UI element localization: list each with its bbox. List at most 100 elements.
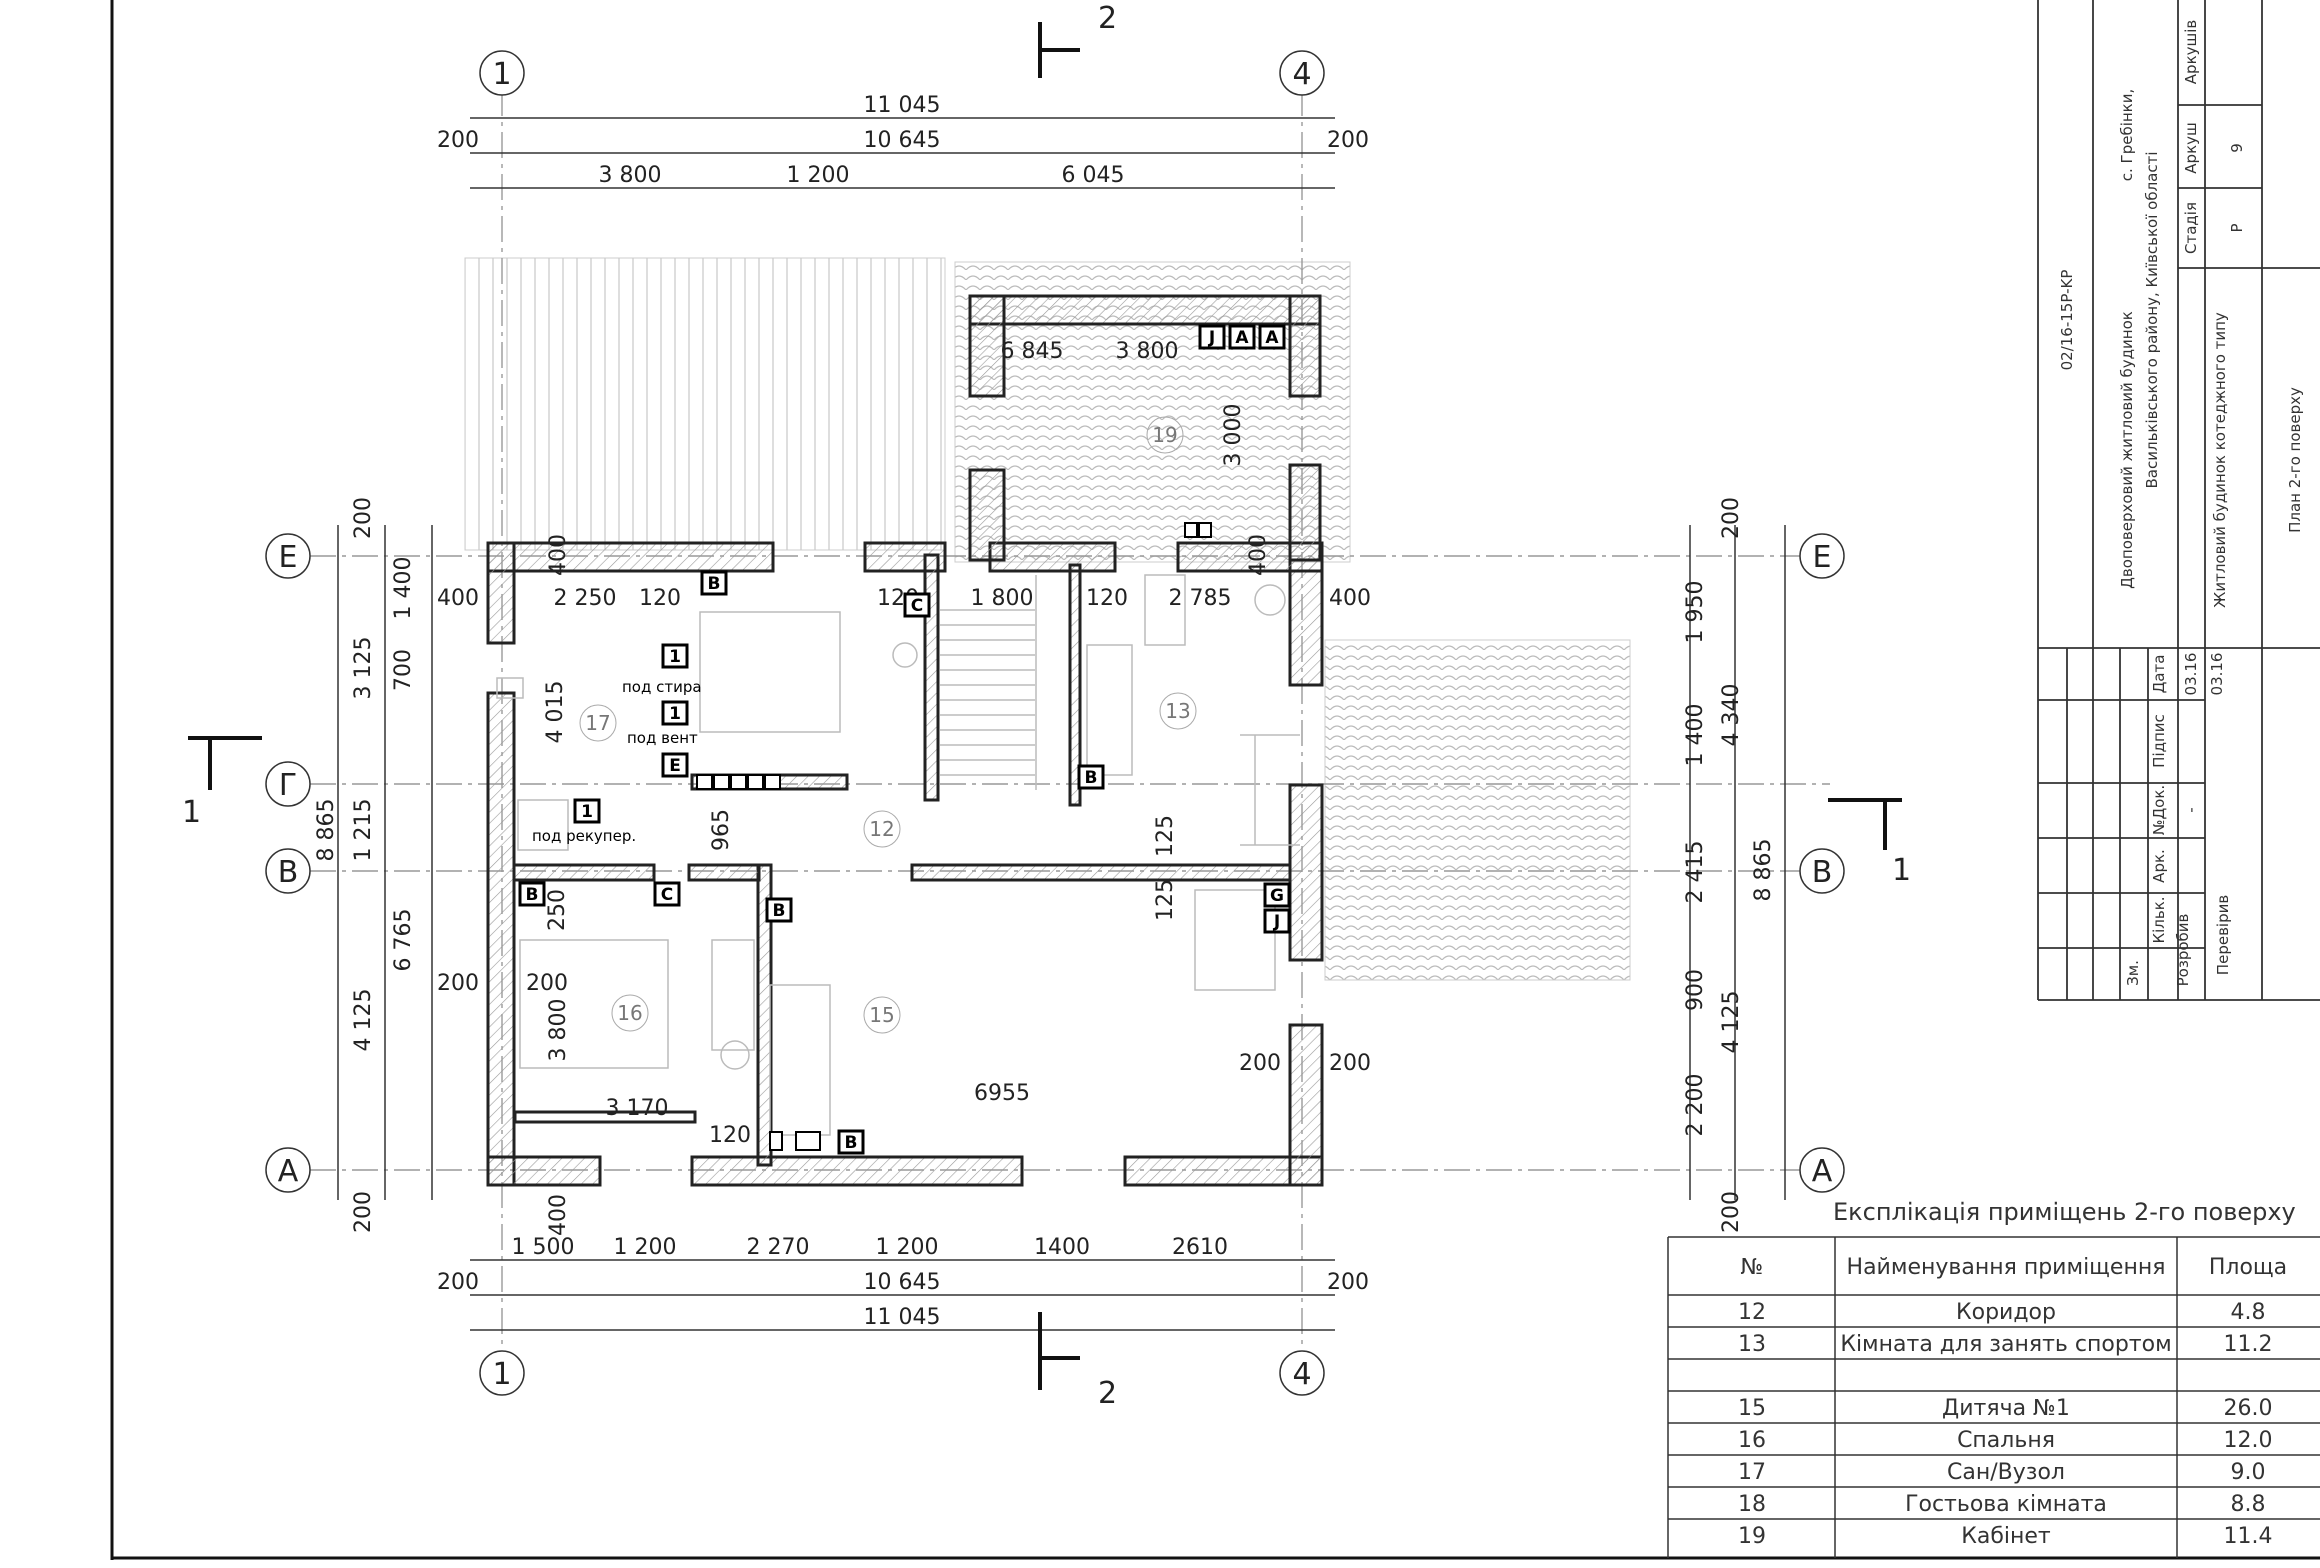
section-label-2-bottom: 2 (1098, 1376, 1117, 1411)
explication-header-no: № (1741, 1255, 1764, 1280)
dim-top-200-right: 200 (1327, 128, 1369, 153)
room-number-12: 12 (869, 817, 894, 841)
axis-label-a-left: А (278, 1154, 299, 1189)
table-row: 12 Коридор 4.8 (1738, 1300, 2266, 1325)
row-number: 13 (1738, 1332, 1766, 1357)
row-area: 26.0 (2224, 1396, 2273, 1421)
room-number-15: 15 (869, 1003, 894, 1027)
stamp-pereviryv: Перевірив (2214, 895, 2232, 975)
dim-125-a: 125 (1153, 815, 1178, 857)
dim-right-total: 8 865 (1751, 839, 1776, 902)
table-row: 17 Сан/Вузол 9.0 (1738, 1460, 2266, 1485)
tag-b-bottom: B (845, 1133, 858, 1153)
axis-bubbles (265, 50, 1845, 1396)
dim-2785: 2 785 (1169, 586, 1232, 611)
project-title-3: Васильківського району, Київської област… (2143, 151, 2161, 488)
sheet-number: 9 (2228, 143, 2246, 153)
tag-b-bedroom: B (526, 885, 539, 905)
furniture (496, 574, 1300, 1136)
dim-bottom-a: 1 500 (512, 1235, 575, 1260)
row-name: Гостьова кімната (1905, 1492, 2107, 1517)
row-area: 11.4 (2224, 1524, 2273, 1549)
axis-label-4-top: 4 (1292, 57, 1311, 92)
stage-value: Р (2228, 223, 2246, 232)
row-area: 12.0 (2224, 1428, 2273, 1453)
explication-table-grid (1667, 1236, 2320, 1558)
room-number-13: 13 (1165, 699, 1190, 723)
title-block (2037, 0, 2320, 1001)
row-number: 19 (1738, 1524, 1766, 1549)
dim-right-1950: 1 950 (1683, 581, 1708, 644)
dim-top-total: 11 045 (864, 93, 941, 118)
dim-6955: 6955 (974, 1081, 1030, 1106)
row-number: 16 (1738, 1428, 1766, 1453)
dim-top-200-left: 200 (437, 128, 479, 153)
dim-4015: 4 015 (543, 681, 568, 744)
dim-left-1400: 1 400 (391, 557, 416, 620)
axis-label-4-bottom: 4 (1292, 1357, 1311, 1392)
dim-top-a: 3 800 (599, 163, 662, 188)
drawing-title: План 2-го поверху (2286, 387, 2304, 533)
dim-120-d: 120 (709, 1123, 751, 1148)
tag-c-bedroom: C (661, 885, 673, 905)
stamp-date-1: 03.16 (2182, 653, 2200, 696)
table-row: 18 Гостьова кімната 8.8 (1738, 1492, 2266, 1517)
row-area: 9.0 (2231, 1460, 2266, 1485)
dim-6845: 6 845 (1001, 339, 1064, 364)
dim-bottom-d: 1 200 (876, 1235, 939, 1260)
dim-3000: 3 000 (1221, 404, 1246, 467)
project-title-2: с. Гребінки, (2118, 89, 2136, 181)
stamp-data: Дата (2150, 655, 2168, 694)
tag-1-wash: 1 (669, 647, 681, 667)
dim-1800: 1 800 (971, 586, 1034, 611)
tag-1-recup: 1 (581, 802, 593, 822)
dim-200-bed: 200 (526, 971, 568, 996)
dim-right-1400: 1 400 (1683, 704, 1708, 767)
tag-a-study-2: A (1265, 328, 1279, 348)
dim-bottom-total: 11 045 (864, 1305, 941, 1330)
row-area: 11.2 (2224, 1332, 2273, 1357)
dim-right-a: 4 340 (1719, 684, 1744, 747)
dim-120-a: 120 (639, 586, 681, 611)
explication-header-name: Найменування приміщення (1847, 1255, 2166, 1280)
dim-bottom-b: 1 200 (614, 1235, 677, 1260)
row-area: 8.8 (2231, 1492, 2266, 1517)
tag-a-study-1: A (1235, 328, 1249, 348)
section-label-1-left: 1 (182, 795, 201, 830)
axis-label-1-bottom: 1 (492, 1357, 511, 1392)
dim-top-c: 6 045 (1062, 163, 1125, 188)
equipment-tags (518, 324, 1291, 1155)
dim-bottom-200-left: 200 (437, 1270, 479, 1295)
sheets-header: Аркушів (2182, 20, 2200, 84)
dim-250: 250 (545, 889, 570, 931)
section-label-2-top: 2 (1098, 1, 1117, 36)
dim-left-d: 4 125 (351, 989, 376, 1052)
note-wash: под стира (622, 678, 702, 696)
dim-right-900: 900 (1683, 969, 1708, 1011)
tag-1-vent: 1 (669, 704, 681, 724)
axis-label-g-left: Г (279, 768, 297, 803)
dim-200-right-in: 200 (1239, 1051, 1281, 1076)
tag-b-stairs: B (1085, 768, 1098, 788)
dim-125-b: 125 (1153, 879, 1178, 921)
stage-header: Стадія (2182, 202, 2200, 254)
row-name: Кімната для занять спортом (1840, 1332, 2171, 1357)
tag-j-desk: J (1273, 912, 1280, 932)
dim-2250: 2 250 (554, 586, 617, 611)
section-label-1-right: 1 (1892, 853, 1911, 888)
row-name: Сан/Вузол (1947, 1460, 2065, 1485)
dimension-lines (337, 117, 1786, 1331)
section-markers (188, 22, 1902, 1390)
stamp-rozrobyv: Розробив (2174, 914, 2192, 987)
tag-e: E (669, 756, 681, 776)
dim-bottom-f: 2610 (1172, 1235, 1228, 1260)
object-title: Житловий будинок котеджного типу (2211, 312, 2229, 608)
dim-left-a: 3 125 (351, 637, 376, 700)
dim-top-inner: 10 645 (864, 128, 941, 153)
row-number: 15 (1738, 1396, 1766, 1421)
drawing-code: 02/16-15P-KP (2058, 270, 2076, 371)
tag-b-kids: B (773, 901, 786, 921)
dim-top-b: 1 200 (787, 163, 850, 188)
dim-400-top-left: 400 (546, 534, 571, 576)
dim-3800-room16: 3 800 (546, 999, 571, 1062)
